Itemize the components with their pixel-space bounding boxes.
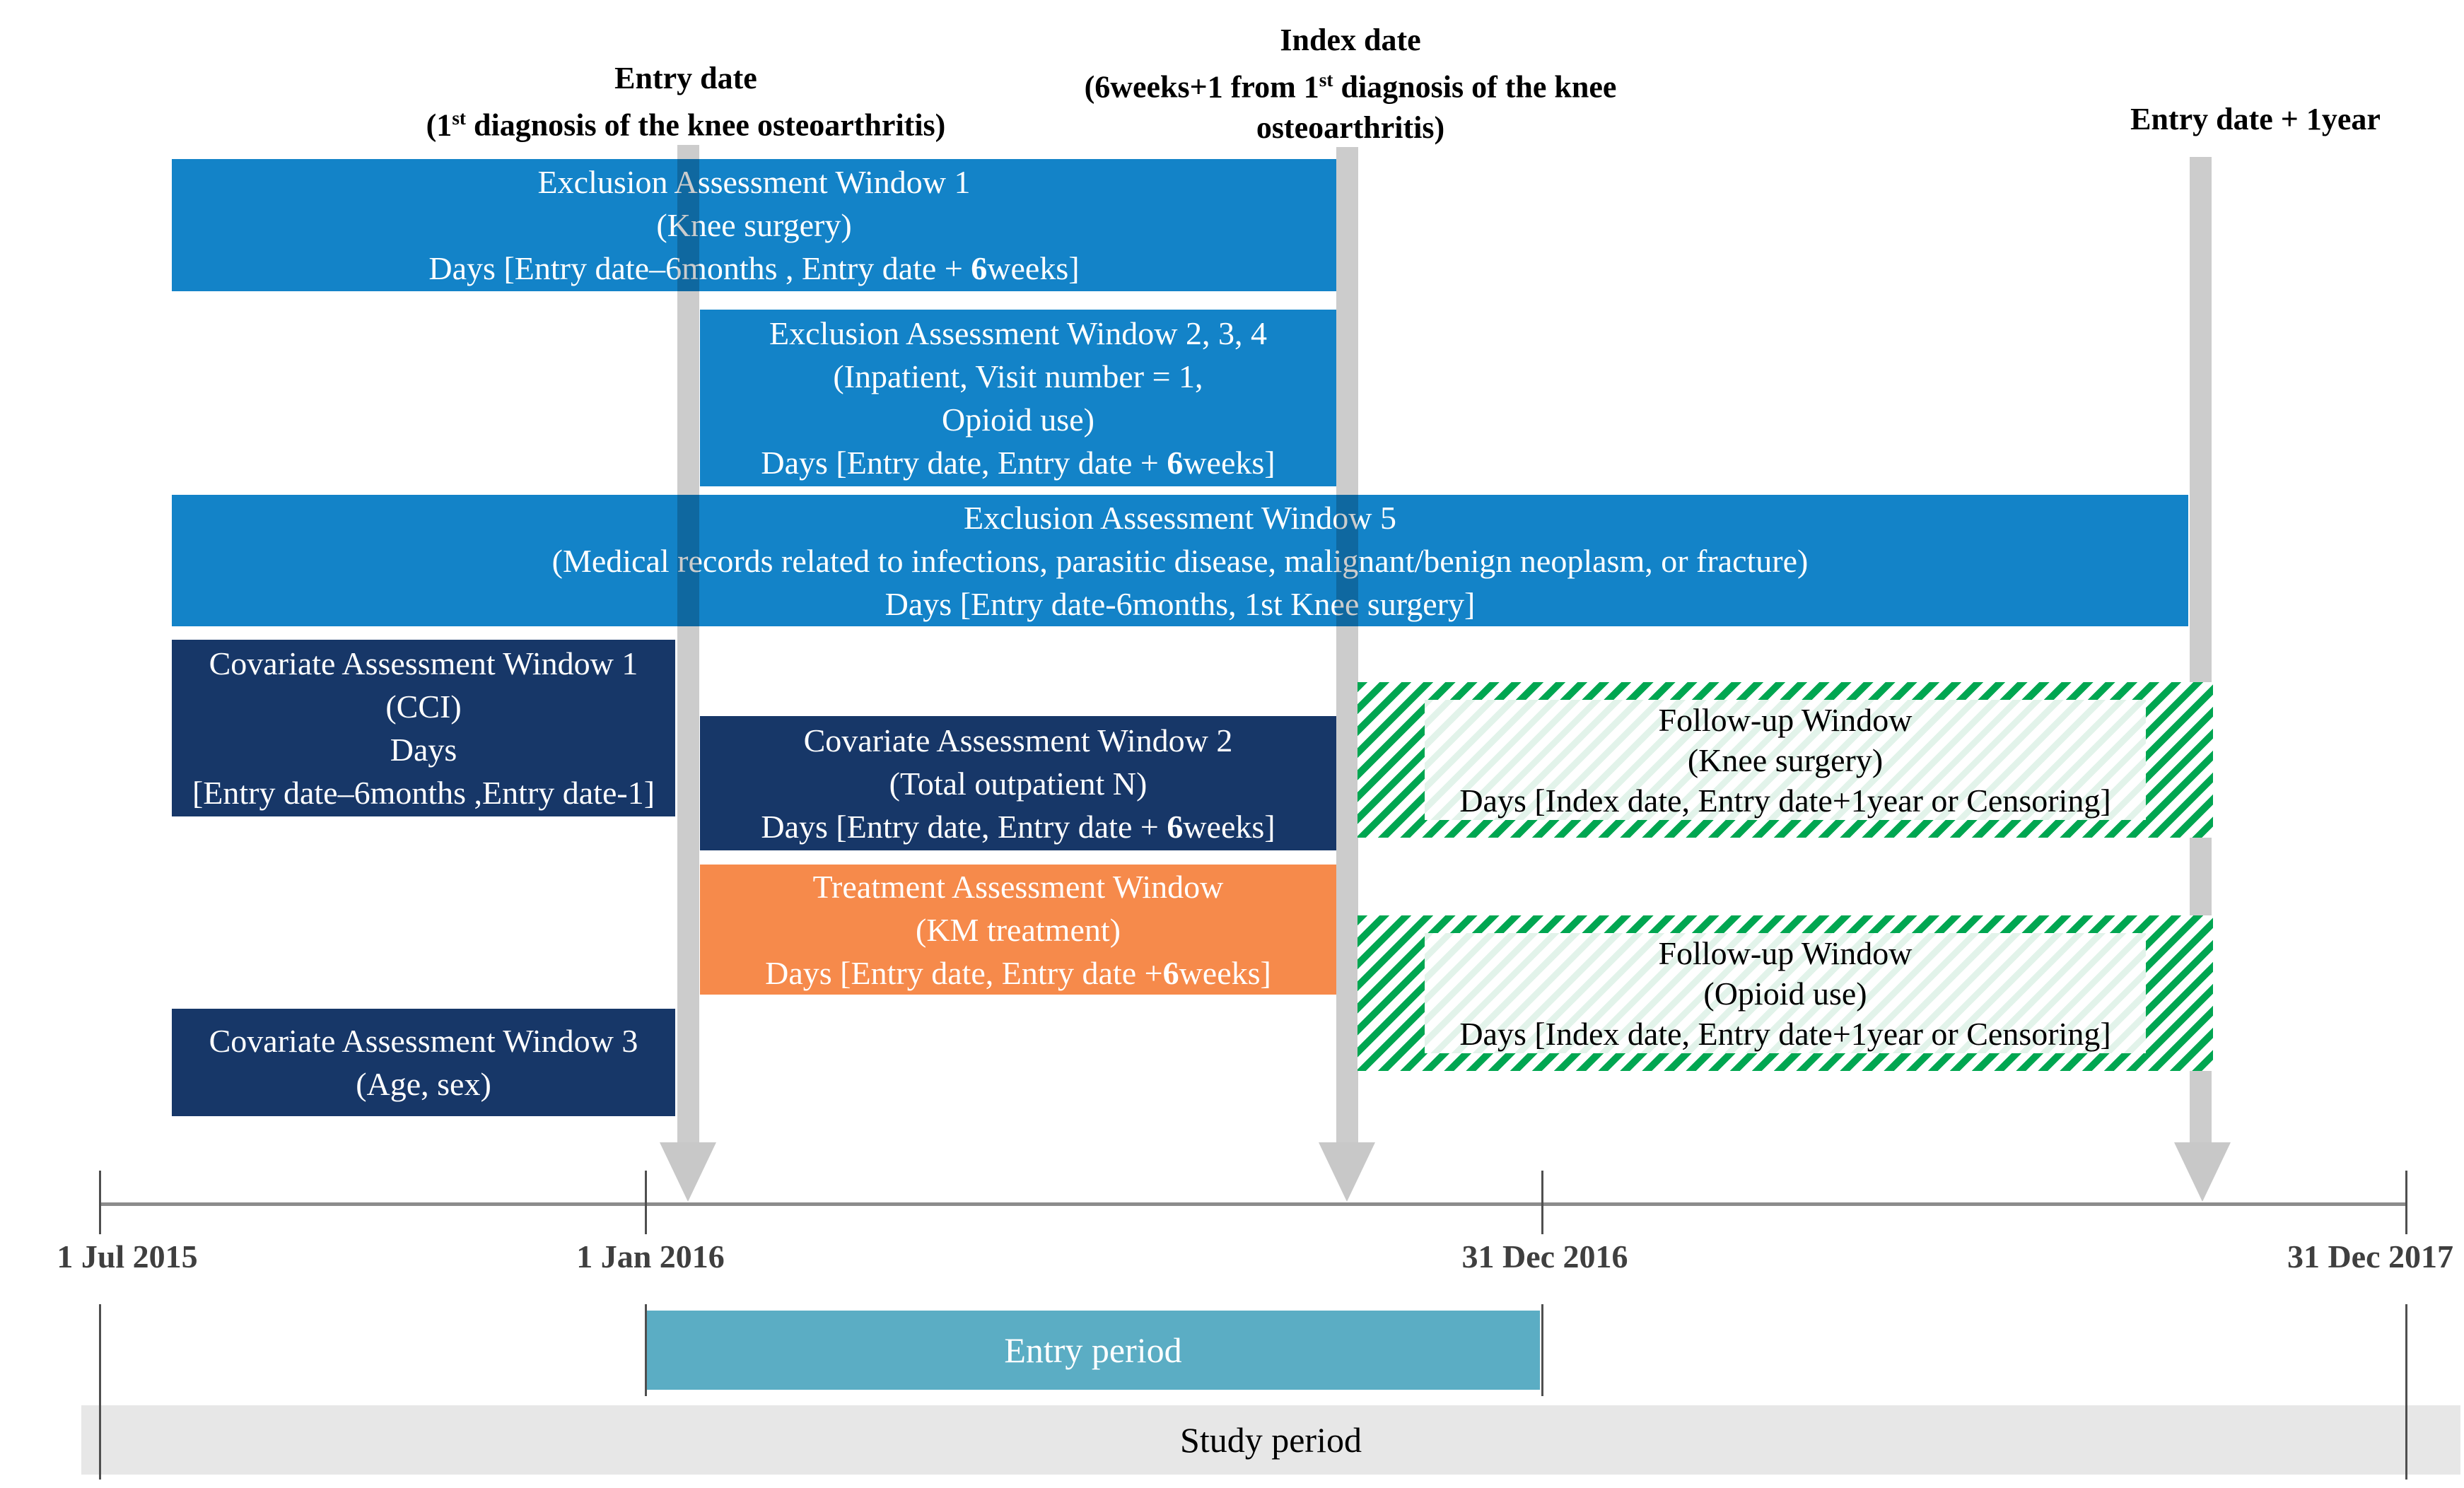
study-period-bar: Study period bbox=[81, 1405, 2460, 1475]
tick-label-31-dec-2016: 31 Dec 2016 bbox=[1461, 1238, 1628, 1275]
index-date-label: Index date(6weeks+1 from 1st diagnosis o… bbox=[1084, 23, 1617, 145]
followup-window-opioid-use-text: Follow-up Window(Opioid use)Days [Index … bbox=[1425, 933, 2146, 1053]
followup-window-knee-surgery-text: Follow-up Window(Knee surgery)Days [Inde… bbox=[1425, 700, 2146, 820]
entry-plus-1year-arrowhead-icon bbox=[2174, 1142, 2231, 1202]
timeline-axis bbox=[99, 1202, 2407, 1206]
tick-1-jan-2016 bbox=[645, 1171, 647, 1234]
entry-date-plus-1year-label: Entry date + 1year bbox=[2130, 102, 2381, 136]
exclusion-window-5-bar: Exclusion Assessment Window 5(Medical re… bbox=[172, 495, 2188, 626]
entry-date-arrowhead-icon bbox=[660, 1142, 716, 1202]
tick-1-jul-2015 bbox=[99, 1171, 101, 1234]
tick-label-31-dec-2017: 31 Dec 2017 bbox=[2287, 1238, 2453, 1275]
index-date-arrowhead-icon bbox=[1319, 1142, 1375, 1202]
covariate-window-1-bar: Covariate Assessment Window 1(CCI)Days[E… bbox=[172, 640, 675, 816]
covariate-window-2-bar: Covariate Assessment Window 2(Total outp… bbox=[700, 716, 1336, 850]
entry-period-bar: Entry period bbox=[646, 1311, 1540, 1390]
tick-label-1-jan-2016: 1 Jan 2016 bbox=[576, 1238, 725, 1275]
exclusion-window-1-bar: Exclusion Assessment Window 1(Knee surge… bbox=[172, 159, 1336, 291]
tick-lower-31-dec-2016 bbox=[1541, 1304, 1543, 1396]
tick-31-dec-2017 bbox=[2405, 1171, 2407, 1234]
exclusion-window-2-3-4-bar: Exclusion Assessment Window 2, 3, 4(Inpa… bbox=[700, 310, 1336, 486]
followup-window-knee-surgery-bar: Follow-up Window(Knee surgery)Days [Inde… bbox=[1357, 682, 2213, 838]
index-date-arrow-shaft bbox=[1336, 147, 1358, 1144]
tick-label-1-jul-2015: 1 Jul 2015 bbox=[57, 1238, 198, 1275]
entry-date-label: Entry date(1st diagnosis of the knee ost… bbox=[426, 61, 946, 143]
tick-lower-31-dec-2017 bbox=[2405, 1304, 2407, 1480]
entry-date-arrow-shaft bbox=[677, 145, 699, 1144]
followup-window-opioid-use-bar: Follow-up Window(Opioid use)Days [Index … bbox=[1357, 915, 2213, 1071]
treatment-window-bar: Treatment Assessment Window(KM treatment… bbox=[700, 865, 1336, 995]
tick-lower-1-jan-2016 bbox=[645, 1304, 647, 1396]
tick-31-dec-2016 bbox=[1541, 1171, 1543, 1234]
tick-lower-1-jul-2015 bbox=[99, 1304, 101, 1480]
covariate-window-3-bar: Covariate Assessment Window 3(Age, sex) bbox=[172, 1009, 675, 1116]
